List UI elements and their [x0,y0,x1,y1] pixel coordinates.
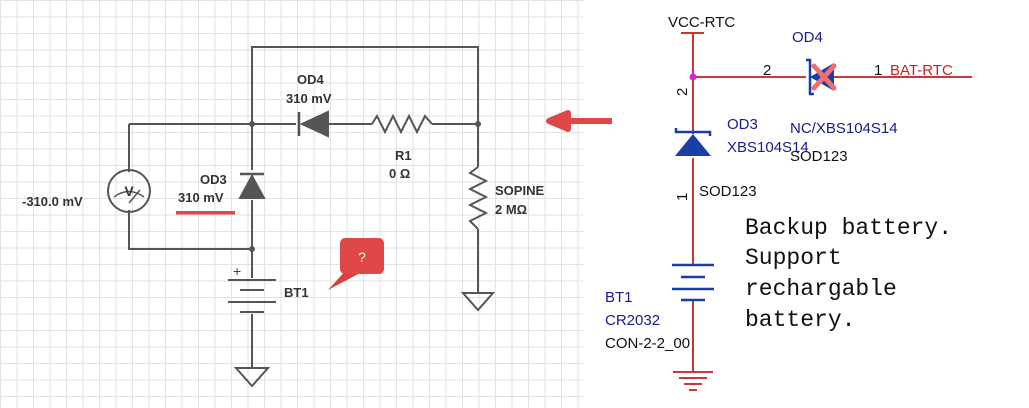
comparison-arrow [546,110,612,132]
bt1-eda-part: CR2032 [605,312,660,329]
sopine-value: 2 MΩ [495,202,527,217]
bt1-eda-footprint: CON-2-2_00 [605,335,690,352]
od3-pin-bottom: 1 [674,193,691,201]
left-schematic [107,46,496,388]
note-line-3: rechargable [745,276,897,302]
od3-voltage-underline [176,211,235,215]
callout-box [340,238,384,274]
sopine-name: SOPINE [495,183,544,198]
bt1-eda-name: BT1 [605,289,633,306]
arrow-icon [546,110,612,132]
junction-dot [249,121,255,127]
wire-top-loop [251,46,479,124]
od3-eda-name: OD3 [727,116,758,133]
od4-voltage: 310 mV [286,91,332,106]
voltmeter-reading: -310.0 mV [22,194,83,209]
od4-pin-right: 1 [874,62,882,79]
bt1-name: BT1 [284,285,309,300]
bat-rtc-label: BAT-RTC [890,62,953,79]
junction-dot [249,246,255,252]
od3-pin-top: 2 [674,88,691,96]
od3-eda-part: XBS104S14 [727,139,809,156]
r1-value: 0 Ω [389,166,410,181]
od4-eda-diode-bar [806,58,814,96]
od3-eda-package: SOD123 [699,183,757,200]
od3-eda-diode-icon [675,134,711,156]
r1-resistor-icon [371,113,433,135]
note-line-1: Backup battery. [745,215,952,241]
nc-cross-icon [811,63,837,91]
od3-voltage: 310 mV [178,190,224,205]
junction-dot-magenta [689,73,697,81]
bt1-eda-battery-icon [672,263,714,302]
r1-name: R1 [395,148,412,163]
voltmeter-icon [107,169,151,213]
od4-name: OD4 [297,72,325,87]
junction-dot [475,121,481,127]
simulator-grid [0,0,583,408]
voltmeter-scale [113,190,145,198]
sopine-resistor-icon [467,166,489,230]
od4-eda-name: OD4 [792,29,823,46]
ground-icon-left [233,367,271,388]
od4-eda-part: NC/XBS104S14 [790,120,898,137]
od3-eda-diode-bar [674,128,712,136]
od3-diode-icon [238,173,266,199]
voltmeter-needle [128,189,141,204]
bt1-battery-icon [228,279,276,313]
ground-icon-right [460,292,496,312]
callout-text: ? [358,249,366,265]
note-line-2: Support [745,245,842,271]
vcc-rtc-label: VCC-RTC [668,14,735,31]
od4-pin-left: 2 [763,62,771,79]
od4-eda-package: SOD123 [790,148,848,165]
right-schematic [672,32,972,391]
od4-diode-icon [299,110,329,138]
note-line-4: battery. [745,307,855,333]
question-callout: ? [328,238,384,290]
od3-name: OD3 [200,172,227,187]
bt1-plus: + [233,263,241,279]
wire-left-v2 [128,210,252,250]
eda-ground-icon [673,371,713,391]
voltmeter-symbol: V [124,183,134,199]
left-junctions [249,121,481,252]
